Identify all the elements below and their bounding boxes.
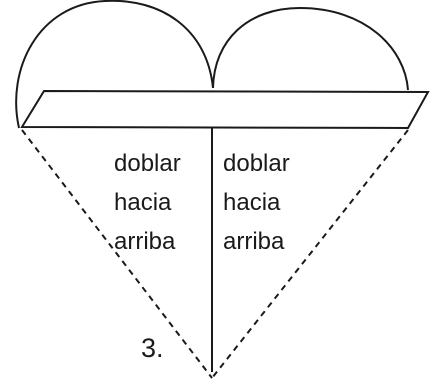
right-label-line2: hacia — [223, 189, 281, 216]
step-number: 3. — [141, 333, 164, 363]
left-dashed-fold-line — [21, 129, 213, 379]
right-heart-lobe — [212, 6, 409, 91]
right-label-line1: doblar — [223, 150, 290, 177]
left-label-line2: hacia — [114, 189, 172, 216]
left-label-line1: doblar — [114, 150, 181, 177]
right-dashed-fold-line — [211, 129, 409, 379]
folded-band — [20, 89, 430, 130]
right-label-line3: arriba — [223, 228, 285, 255]
left-heart-lobe — [15, 0, 214, 129]
left-label-line3: arriba — [114, 228, 176, 255]
